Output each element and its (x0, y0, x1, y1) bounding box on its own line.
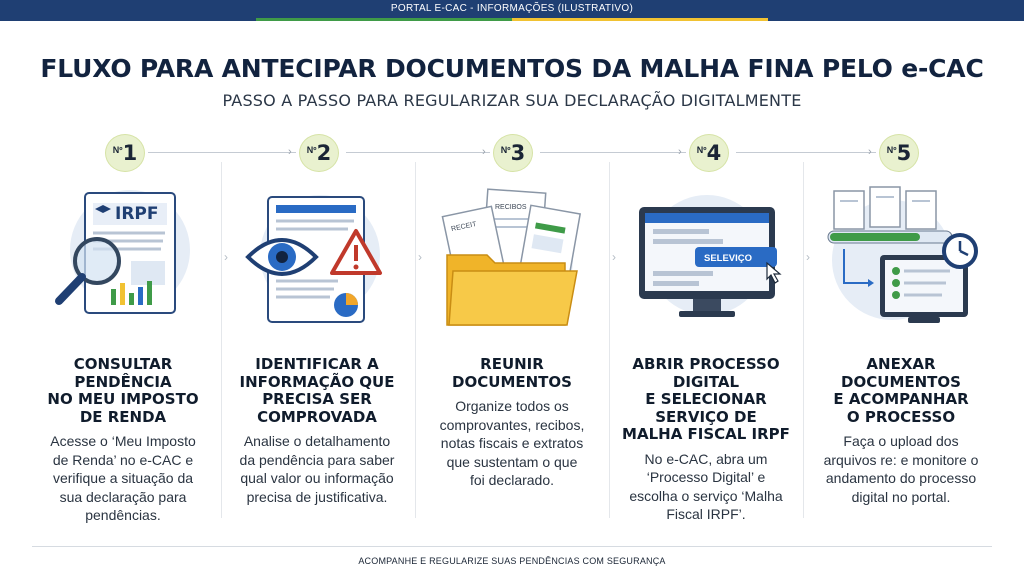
arrow-right-icon: › (482, 146, 486, 158)
step-badge-4: Nº4 (689, 134, 729, 172)
eye-warning-document-icon (245, 195, 382, 323)
step-1-description: Acesse o ‘Meu Imposto de Renda’ no e-CAC… (50, 433, 196, 523)
column-divider (415, 162, 416, 518)
arrow-right-icon: › (678, 146, 682, 158)
step-1-text: CONSULTAR PENDÊNCIA NO MEU IMPOSTO DE RE… (28, 355, 218, 525)
color-stripe (0, 18, 1024, 21)
chevron-right-icon: › (806, 250, 810, 264)
step-5-text: ANEXAR DOCUMENTOS E ACOMPANHAR O PROCESS… (806, 355, 996, 506)
step-2-heading: IDENTIFICAR A INFORMAÇÃO QUE PRECISA SER… (239, 355, 395, 426)
page-title: FLUXO PARA ANTECIPAR DOCUMENTOS DA MALHA… (40, 54, 984, 83)
chevron-right-icon: › (612, 250, 616, 264)
banner-label: PORTAL E-CAC - INFORMAÇÕES (ILUSTRATIVO) (390, 3, 634, 14)
column-divider (803, 162, 804, 518)
step-4-heading: ABRIR PROCESSO DIGITAL E SELECIONAR SERV… (622, 355, 790, 443)
svg-text:IRPF: IRPF (115, 204, 159, 224)
step-5-heading: ANEXAR DOCUMENTOS E ACOMPANHAR O PROCESS… (833, 355, 969, 426)
folder-receipts-icon: RECIBOS RECEIT (441, 188, 582, 326)
page-subtitle: PASSO A PASSO PARA REGULARIZAR SUA DECLA… (222, 91, 802, 110)
flow-connector (346, 152, 490, 153)
arrow-right-icon: › (288, 146, 292, 158)
svg-text:SELEVIÇO: SELEVIÇO (704, 253, 752, 264)
upload-progress-clock-icon (827, 186, 978, 323)
step-1-heading: CONSULTAR PENDÊNCIA NO MEU IMPOSTO DE RE… (47, 355, 199, 426)
top-banner: PORTAL E-CAC - INFORMAÇÕES (ILUSTRATIVO) (0, 0, 1024, 18)
monitor-select-service-icon: SELEVIÇO (639, 195, 782, 317)
flow-connector (540, 152, 686, 153)
step-5-description: Faça o upload dos arquivos re: e monitor… (823, 433, 979, 505)
step-badge-1: Nº1 (105, 134, 145, 172)
chevron-right-icon: › (224, 250, 228, 264)
irpf-document-magnifier-icon: IRPF (55, 190, 190, 314)
step-badge-3: Nº3 (493, 134, 533, 172)
step-4-text: ABRIR PROCESSO DIGITAL E SELECIONAR SERV… (611, 355, 801, 524)
svg-text:RECIBOS: RECIBOS (495, 204, 527, 211)
chevron-right-icon: › (418, 250, 422, 264)
step-3-text: REUNIR DOCUMENTOS Organize todos os comp… (417, 355, 607, 490)
step-badge-2: Nº2 (299, 134, 339, 172)
step-2-description: Analise o detalhamento da pendência para… (239, 433, 395, 505)
column-divider (609, 162, 610, 518)
step-4-description: No e-CAC, abra um ‘Processo Digital’ e e… (629, 450, 783, 523)
arrow-right-icon: › (868, 146, 872, 158)
footer-text: ACOMPANHE E REGULARIZE SUAS PENDÊNCIAS C… (358, 556, 666, 566)
step-3-description: Organize todos os comprovantes, recibos,… (439, 398, 585, 488)
flow-connector (736, 152, 876, 153)
step-3-heading: REUNIR DOCUMENTOS (452, 355, 572, 391)
step-2-text: IDENTIFICAR A INFORMAÇÃO QUE PRECISA SER… (222, 355, 412, 506)
footer-divider (32, 546, 992, 547)
flow-connector (148, 152, 296, 153)
column-divider (221, 162, 222, 518)
step-badge-5: Nº5 (879, 134, 919, 172)
